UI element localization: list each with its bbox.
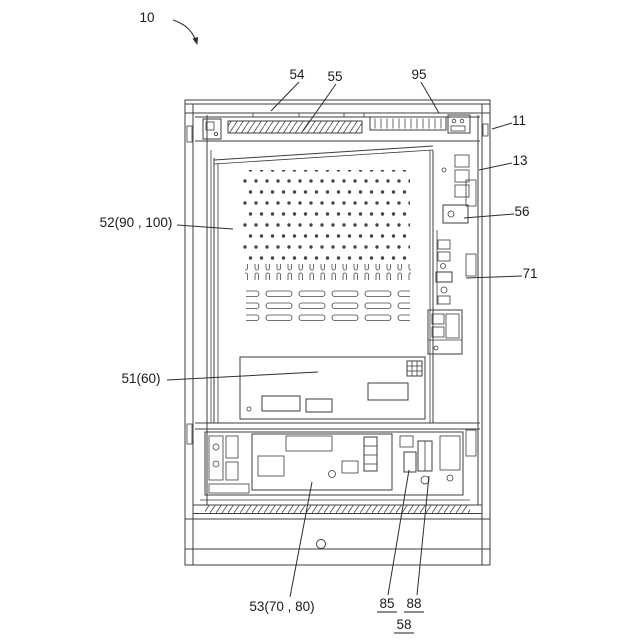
leader-85 — [387, 469, 410, 596]
leader-54 — [270, 81, 300, 112]
leader-55 — [302, 83, 337, 132]
ref-label-56: 56 — [514, 204, 529, 219]
ref-label-53: 53(70 , 80) — [249, 599, 314, 614]
right-frame-components — [427, 154, 477, 457]
ref-label-71: 71 — [522, 266, 537, 281]
ref-label-11: 11 — [512, 113, 526, 128]
top-rail-assembly — [195, 114, 480, 142]
leader-13 — [478, 162, 513, 171]
leader-11 — [491, 122, 513, 130]
ref-label-51: 51(60) — [121, 371, 160, 386]
ref-label-10: 10 — [139, 10, 154, 25]
board-grid-connector — [406, 360, 423, 377]
ref-label-88: 88 — [406, 596, 421, 611]
ref-label-54: 54 — [289, 67, 305, 82]
leader-10 — [172, 19, 199, 45]
ref-label-95: 95 — [411, 67, 426, 82]
leader-lines — [166, 19, 523, 598]
leader-52 — [176, 224, 234, 230]
leader-51 — [166, 371, 319, 381]
vent-dot-grid — [242, 170, 410, 262]
leader-71 — [465, 275, 523, 279]
base-screw — [316, 539, 326, 549]
ref-label-52: 52(90 , 100) — [100, 215, 173, 230]
terminal-strip — [369, 116, 447, 131]
inner-frame — [195, 115, 480, 505]
leader-95 — [420, 81, 440, 114]
ref-label-13: 13 — [512, 153, 527, 168]
component-85 — [403, 451, 417, 473]
lower-board — [251, 433, 393, 491]
cabinet-enclosure — [184, 99, 491, 566]
ref-label-85: 85 — [379, 596, 394, 611]
bottom-hatch-strip — [205, 505, 470, 514]
vent-vertical-slots — [245, 264, 411, 280]
main-board — [239, 356, 426, 420]
ref-label-58: 58 — [396, 617, 411, 632]
vent-horizontal-slots — [246, 287, 410, 322]
leader-88 — [416, 475, 430, 596]
leader-56 — [463, 213, 515, 219]
bracket-56 — [442, 204, 469, 224]
perforated-panel — [213, 145, 434, 423]
lower-assembly — [200, 431, 470, 501]
component-71 — [435, 271, 453, 283]
reference-labels: 10 54 55 95 11 13 56 71 52(90 , 100) 51(… — [100, 10, 538, 634]
top-right-block — [447, 114, 471, 134]
guide-rail-bar — [227, 120, 363, 134]
top-left-bracket — [202, 118, 222, 140]
leader-53 — [289, 481, 313, 598]
ref-label-55: 55 — [327, 69, 342, 84]
